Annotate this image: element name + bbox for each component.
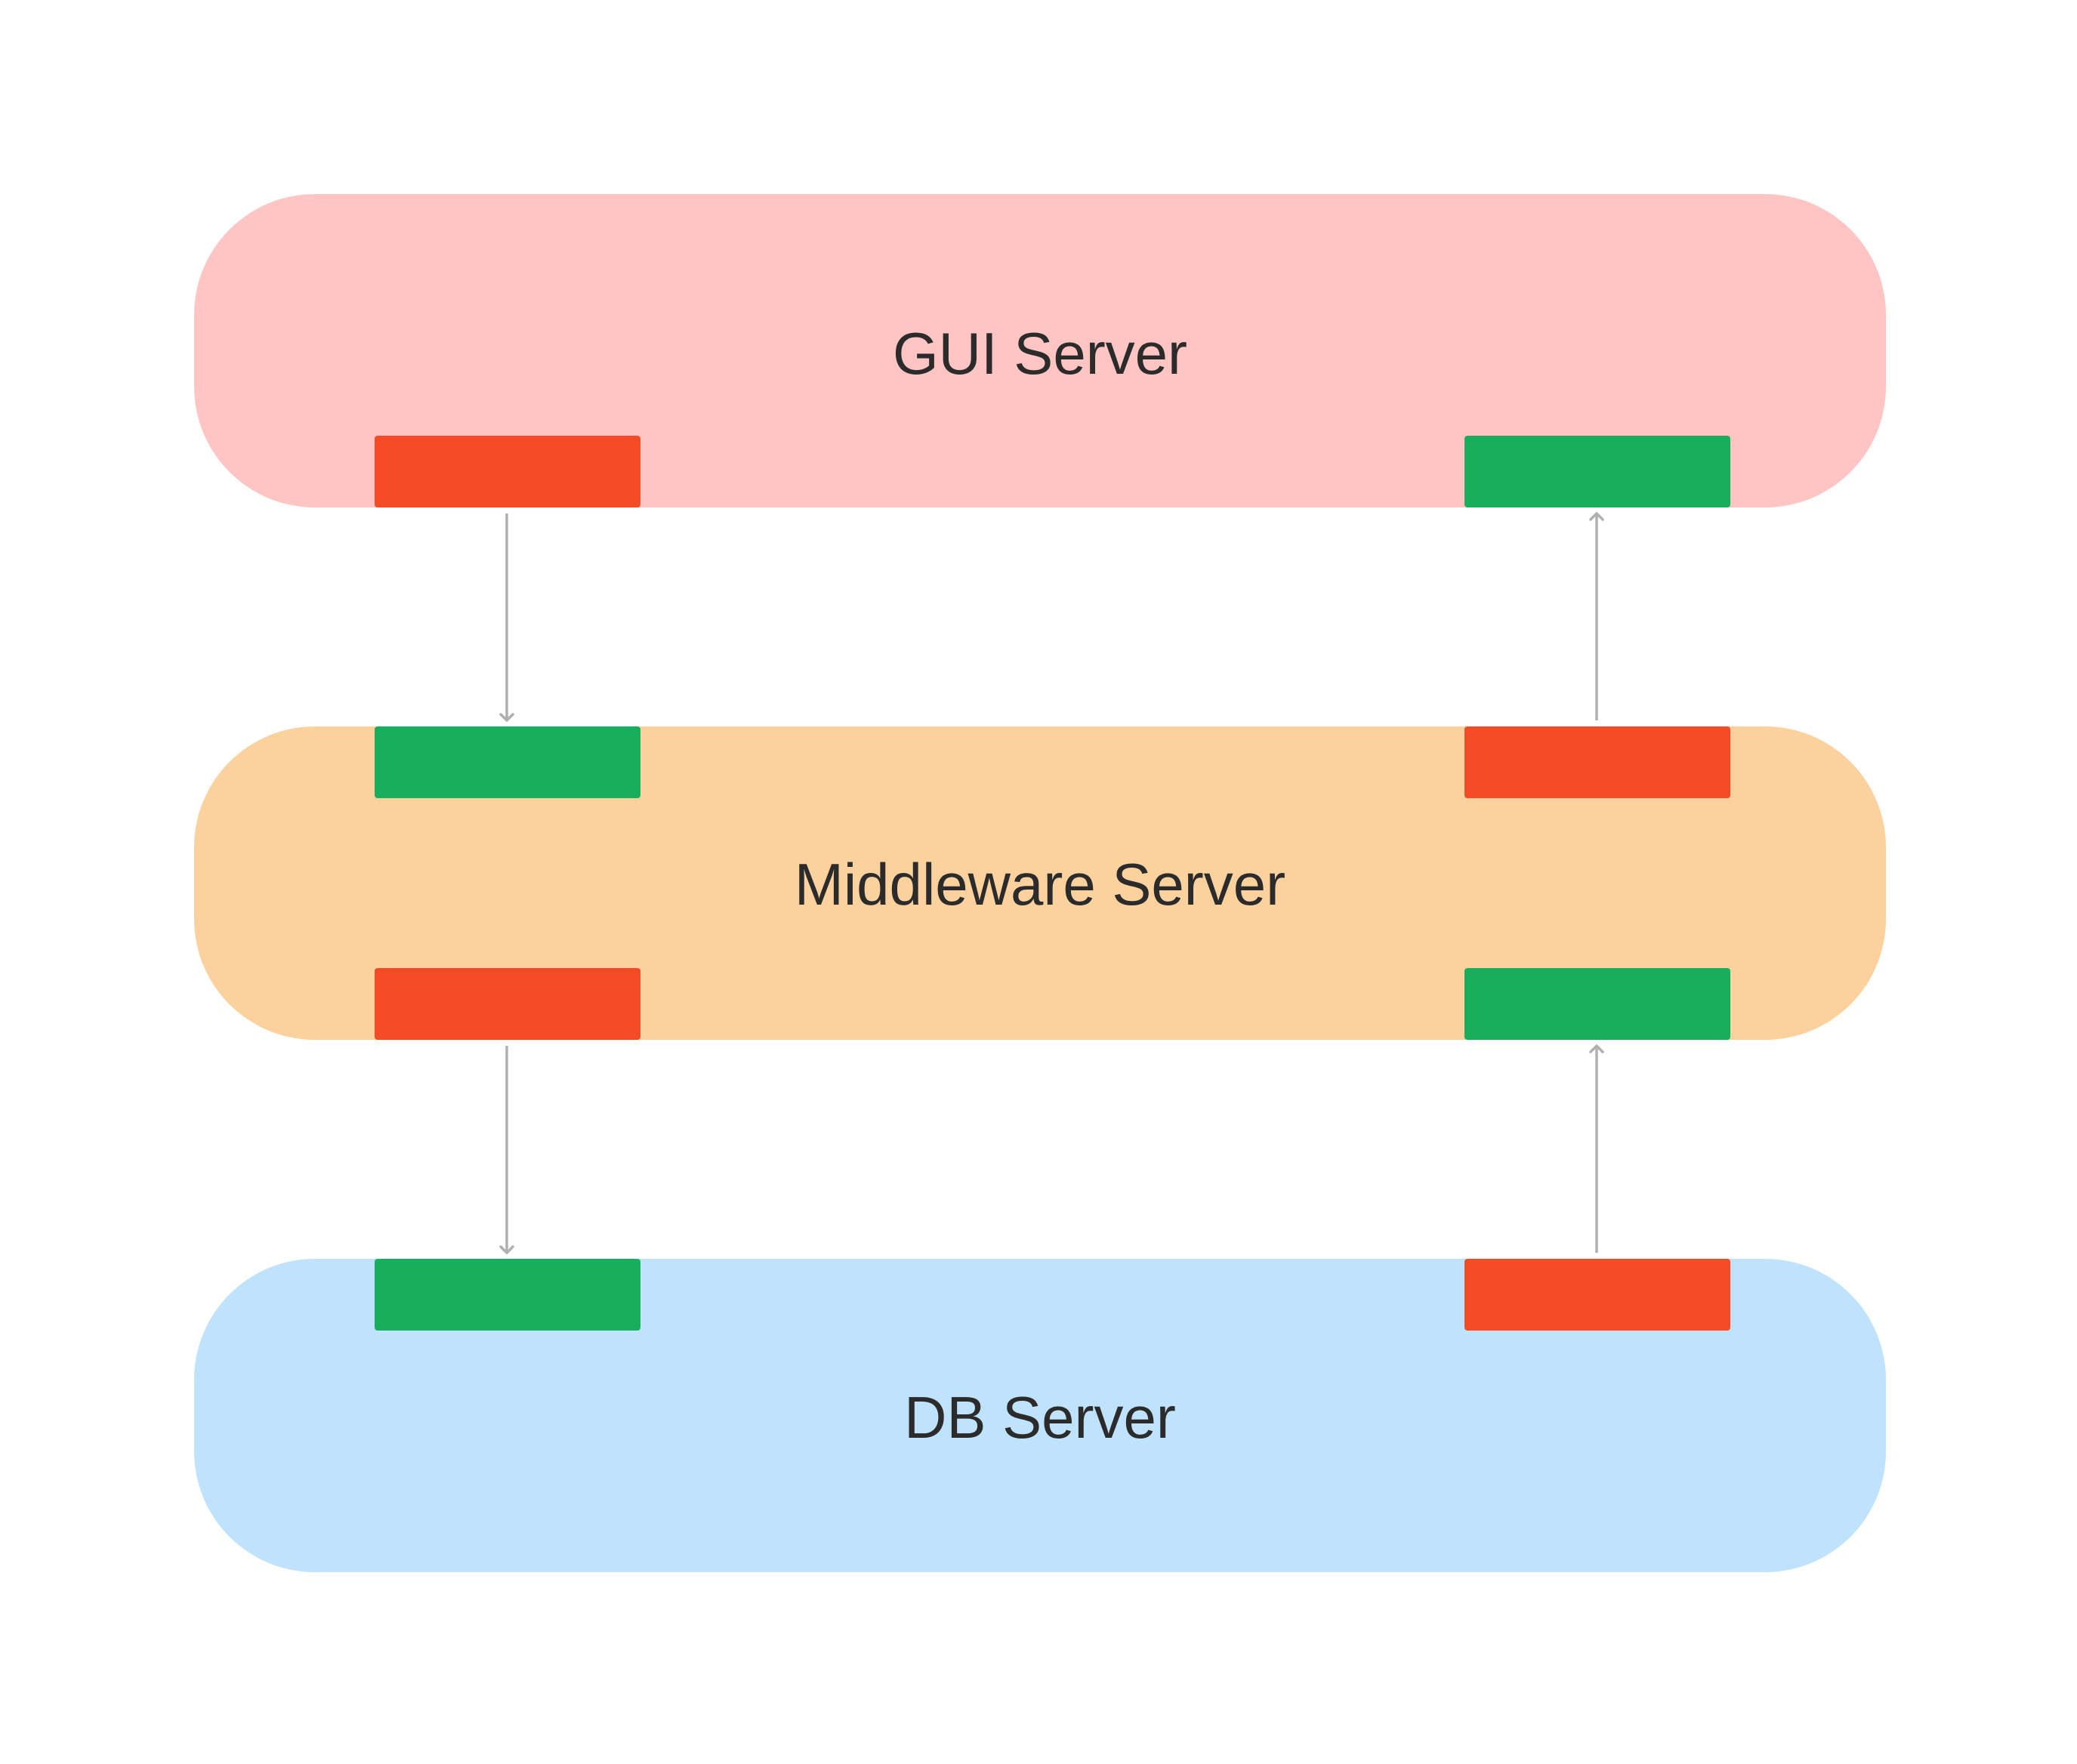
middleware-server-box <box>194 726 1886 1040</box>
gui-inbound-port <box>1464 436 1730 507</box>
middleware-top-inbound-port <box>375 726 640 798</box>
middleware-server-label: Middleware Server <box>795 851 1285 917</box>
db-server-node: DB Server <box>194 1259 1886 1572</box>
middleware-bottom-outbound-port <box>375 968 640 1040</box>
gui-server-box <box>194 194 1886 507</box>
gui-outbound-port <box>375 436 640 507</box>
db-outbound-port <box>1464 1259 1730 1331</box>
middleware-top-outbound-port <box>1464 726 1730 798</box>
db-server-box <box>194 1259 1886 1572</box>
db-server-label: DB Server <box>904 1384 1176 1451</box>
middleware-server-node: Middleware Server <box>194 726 1886 1040</box>
middleware-bottom-inbound-port <box>1464 968 1730 1040</box>
gui-server-label: GUI Server <box>893 320 1187 387</box>
db-inbound-port <box>375 1259 640 1331</box>
gui-server-node: GUI Server <box>194 194 1886 507</box>
